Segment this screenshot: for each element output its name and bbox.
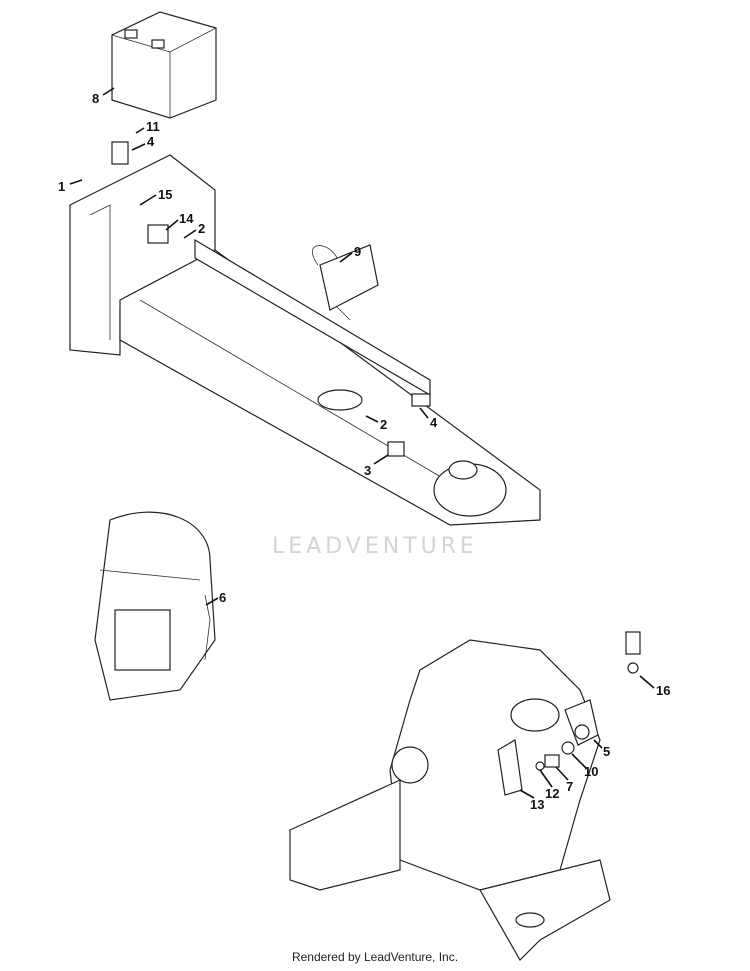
callout: 13 [519,789,544,812]
callout-label: 7 [566,779,573,794]
callout: 2 [183,221,205,239]
callout-label: 16 [656,683,670,698]
engine [94,511,216,701]
callout: 8 [92,87,115,106]
callout: 4 [131,134,155,151]
callout: 6 [205,590,226,606]
callout: 14 [165,211,194,231]
callout: 5 [593,739,610,759]
callout: 16 [639,675,670,698]
dash-console [289,639,611,961]
watermark: LEADVENTURE [272,534,478,559]
callout-label: 14 [179,211,194,226]
frame [69,154,541,526]
callout: 4 [419,407,438,430]
callout: 9 [339,244,361,263]
wire-harness [111,141,431,457]
callout-label: 4 [147,134,155,149]
callout-label: 2 [380,417,387,432]
callout-label: 6 [219,590,226,605]
callout: 3 [364,454,389,478]
callout: 10 [571,753,598,779]
callout: 15 [139,187,172,206]
callout-label: 11 [146,119,160,134]
callout-label: 4 [430,415,438,430]
callout: 1 [58,179,83,194]
callout: 12 [539,769,559,801]
footer-credit: Rendered by LeadVenture, Inc. [291,950,459,964]
callout-label: 9 [354,244,361,259]
callout: 11 [135,119,160,134]
callout-label: 12 [545,786,559,801]
callout-label: 3 [364,463,371,478]
callout-label: 2 [198,221,205,236]
battery [111,11,217,119]
callout-label: 5 [603,744,610,759]
key [625,631,641,674]
callout-label: 1 [58,179,65,194]
callout-label: 15 [158,187,172,202]
callout-label: 10 [584,764,598,779]
callout-label: 8 [92,91,99,106]
callout-label: 13 [530,797,544,812]
callout: 2 [365,415,387,432]
callout: 7 [555,766,573,794]
